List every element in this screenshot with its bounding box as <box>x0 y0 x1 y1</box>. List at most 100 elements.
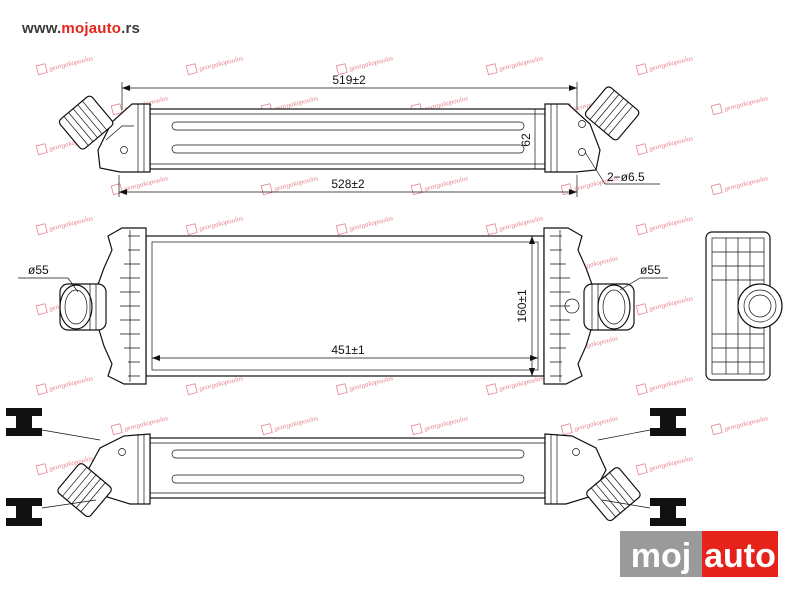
top-view: 519±2 <box>58 73 660 197</box>
watermark-logo-icon <box>260 423 273 436</box>
watermark-stamp: georgakopoulos <box>635 134 694 156</box>
watermark-logo-icon <box>35 223 48 236</box>
url-prefix: www. <box>22 20 62 37</box>
watermark-logo-icon <box>635 143 648 156</box>
watermark-text: georgakopoulos <box>498 214 544 233</box>
dim-mount-holes: 2−ø6.5 <box>607 170 645 184</box>
watermark-text: georgakopoulos <box>198 214 244 233</box>
watermark-text: georgakopoulos <box>423 414 469 433</box>
watermark-text: georgakopoulos <box>648 54 694 73</box>
dim-top-inner-length: 519±2 <box>332 73 366 87</box>
watermark-text: georgakopoulos <box>273 414 319 433</box>
watermark-stamp: georgakopoulos <box>35 54 94 76</box>
logo-text-auto: auto <box>704 537 776 575</box>
bottom-view <box>6 408 686 526</box>
watermark-logo-icon <box>635 383 648 396</box>
watermark-logo-icon <box>485 63 498 76</box>
logo-red-block <box>702 531 778 577</box>
watermark-logo-icon <box>560 423 573 436</box>
url-brand: mojauto <box>61 20 122 37</box>
watermark-stamp: georgakopoulos <box>485 54 544 76</box>
watermark-logo-icon <box>110 423 123 436</box>
watermark-logo-icon <box>260 183 273 196</box>
watermark-logo-icon <box>35 143 48 156</box>
watermark-logo-icon <box>185 63 198 76</box>
watermark-text: georgakopoulos <box>648 214 694 233</box>
watermark-text: georgakopoulos <box>723 94 769 113</box>
dim-top-outer-length: 528±2 <box>331 177 365 191</box>
watermark-logo-icon <box>635 223 648 236</box>
watermark-logo-icon <box>710 183 723 196</box>
watermark-text: georgakopoulos <box>48 214 94 233</box>
watermark-stamp: georgakopoulos <box>335 214 394 236</box>
dim-top-height: 62 <box>519 133 533 147</box>
watermark-logo-icon <box>485 383 498 396</box>
watermark-text: georgakopoulos <box>348 214 394 233</box>
watermark-text: georgakopoulos <box>648 134 694 153</box>
watermark-stamp: georgakopoulos <box>560 414 619 436</box>
watermark-text: georgakopoulos <box>198 374 244 393</box>
watermark-text: georgakopoulos <box>48 374 94 393</box>
watermark-text: georgakopoulos <box>648 294 694 313</box>
watermark-stamp: georgakopoulos <box>410 414 469 436</box>
watermark-logo-icon <box>335 63 348 76</box>
watermark-text: georgakopoulos <box>348 374 394 393</box>
watermark-text: georgakopoulos <box>723 414 769 433</box>
watermark-logo-icon <box>635 303 648 316</box>
watermark-logo-icon <box>410 423 423 436</box>
watermark-stamp: georgakopoulos <box>185 214 244 236</box>
watermark-logo-icon <box>110 183 123 196</box>
side-view <box>705 231 783 381</box>
dim-core-height: 160±1 <box>515 289 529 323</box>
watermark-logo-icon <box>335 223 348 236</box>
bracket-detail-top-left <box>6 408 101 441</box>
watermark-stamp: georgakopoulos <box>110 414 169 436</box>
watermark-stamp: georgakopoulos <box>35 374 94 396</box>
watermark-stamp: georgakopoulos <box>710 414 769 436</box>
watermark-logo-icon <box>35 463 48 476</box>
watermark-logo-icon <box>635 63 648 76</box>
dim-core-width: 451±1 <box>331 343 365 357</box>
watermark-logo-icon <box>560 183 573 196</box>
watermark-text: georgakopoulos <box>648 374 694 393</box>
watermark-logo-icon <box>410 183 423 196</box>
watermark-text: georgakopoulos <box>48 54 94 73</box>
watermark-stamp: georgakopoulos <box>635 294 694 316</box>
watermark-text: georgakopoulos <box>123 174 169 193</box>
bracket-detail-top-right <box>597 408 686 441</box>
bracket-detail-bottom-left <box>6 498 97 526</box>
watermark-text: georgakopoulos <box>348 54 394 73</box>
logo-text-moj: moj <box>631 537 691 575</box>
watermark-logo-icon <box>35 63 48 76</box>
watermark-stamp: georgakopoulos <box>635 454 694 476</box>
watermark-text: georgakopoulos <box>498 374 544 393</box>
watermark-stamp: georgakopoulos <box>635 54 694 76</box>
watermark-logo-icon <box>635 463 648 476</box>
watermark-logo-icon <box>335 383 348 396</box>
url-suffix: .rs <box>121 20 141 37</box>
watermark-stamp: georgakopoulos <box>710 174 769 196</box>
watermark-stamp: georgakopoulos <box>260 414 319 436</box>
site-url[interactable]: www.mojauto.rs <box>22 20 140 37</box>
watermark-stamp: georgakopoulos <box>485 214 544 236</box>
mojauto-logo[interactable]: moj auto <box>618 529 780 579</box>
watermark-logo-icon <box>185 223 198 236</box>
watermark-text: georgakopoulos <box>498 54 544 73</box>
watermark-stamp: georgakopoulos <box>35 214 94 236</box>
watermark-stamp: georgakopoulos <box>710 94 769 116</box>
bracket-detail-bottom-right <box>601 498 686 526</box>
watermark-stamp: georgakopoulos <box>185 54 244 76</box>
watermark-stamp: georgakopoulos <box>635 214 694 236</box>
watermark-text: georgakopoulos <box>423 174 469 193</box>
front-view: ø55 ø55 160±1 451±1 <box>18 227 668 385</box>
watermark-logo-icon <box>710 103 723 116</box>
watermark-logo-icon <box>35 303 48 316</box>
watermark-text: georgakopoulos <box>573 414 619 433</box>
watermark-logo-icon <box>485 223 498 236</box>
watermark-text: georgakopoulos <box>648 454 694 473</box>
watermark-logo-icon <box>35 383 48 396</box>
watermark-logo-icon <box>110 103 123 116</box>
watermark-logo-icon <box>710 423 723 436</box>
watermark-text: georgakopoulos <box>273 174 319 193</box>
